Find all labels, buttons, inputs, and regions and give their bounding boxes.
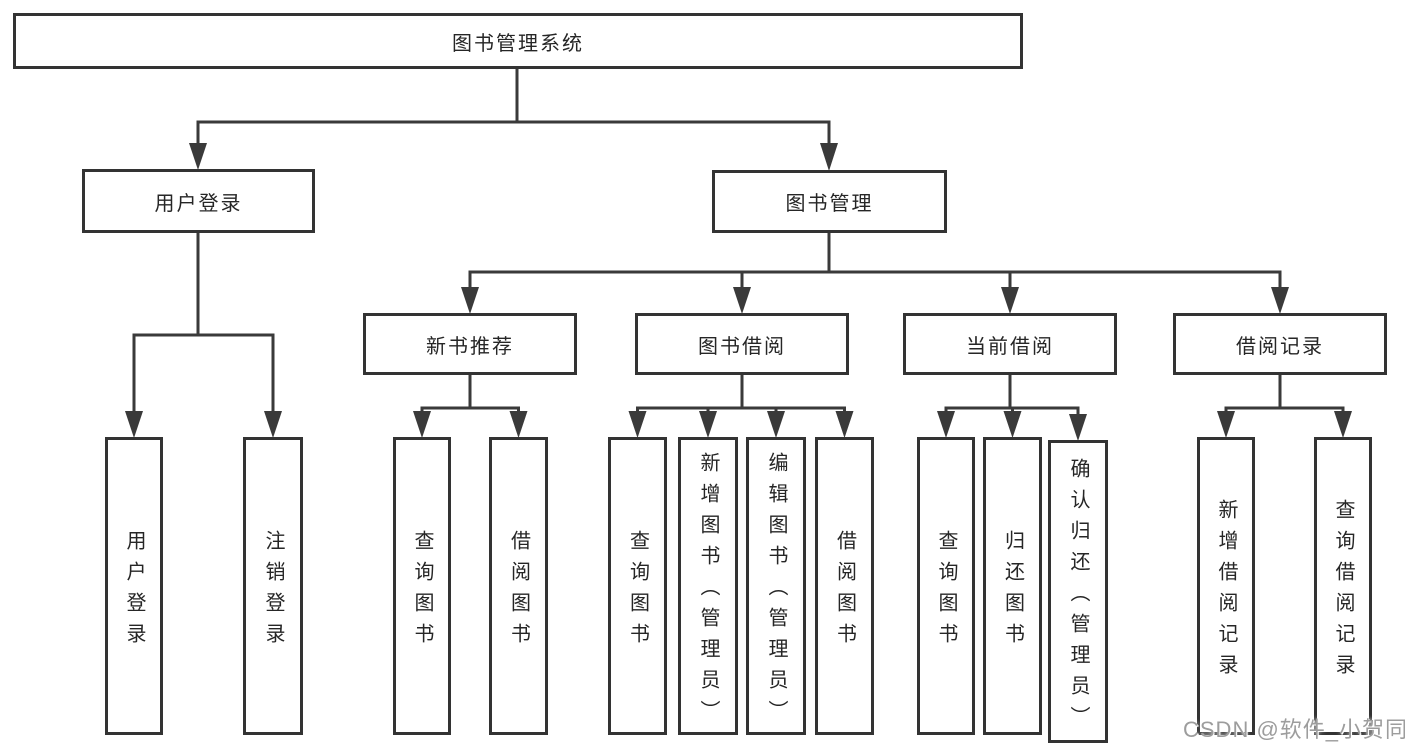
node-label: 新增借阅记录 <box>1215 498 1237 685</box>
node-label: 新书推荐 <box>426 335 514 358</box>
node-label: 当前借阅 <box>966 335 1054 358</box>
node-label: 借阅图书 <box>833 529 856 654</box>
node-leaf-confirm-return-admin: 确认归还（管理员） <box>1048 440 1108 743</box>
node-new-book-recommendation: 新书推荐 <box>363 313 577 375</box>
node-label: 借阅图书 <box>507 529 530 654</box>
node-leaf-return-books: 归还图书 <box>983 437 1042 735</box>
node-label: 用户登录 <box>154 192 243 215</box>
node-label: 确认归还（管理员） <box>1067 457 1089 737</box>
node-leaf-query-books-current: 查询图书 <box>917 437 975 735</box>
node-borrowing-records: 借阅记录 <box>1173 313 1387 375</box>
node-leaf-borrow-books-borrowing: 借阅图书 <box>815 437 874 735</box>
node-book-borrowing: 图书借阅 <box>635 313 849 375</box>
arrowhead-icons <box>125 143 1352 441</box>
node-label: 编辑图书（管理员） <box>765 452 787 731</box>
node-label: 图书管理系统 <box>452 32 584 55</box>
node-label: 查询图书 <box>411 529 433 654</box>
node-label: 查询借阅记录 <box>1332 498 1354 685</box>
node-leaf-borrow-books-recommend: 借阅图书 <box>489 437 548 735</box>
node-label: 用户登录 <box>123 529 145 654</box>
node-book-management-system: 图书管理系统 <box>13 13 1023 69</box>
node-label: 图书借阅 <box>698 335 786 358</box>
node-label: 注销登录 <box>262 529 284 654</box>
node-leaf-edit-books-admin: 编辑图书（管理员） <box>746 437 806 735</box>
node-book-management: 图书管理 <box>712 170 947 233</box>
node-user-login: 用户登录 <box>82 169 315 233</box>
node-current-borrowing: 当前借阅 <box>903 313 1117 375</box>
node-leaf-logout: 注销登录 <box>243 437 303 735</box>
node-label: 图书管理 <box>785 193 874 215</box>
node-leaf-query-borrow-record: 查询借阅记录 <box>1314 437 1372 735</box>
node-leaf-query-books-recommend: 查询图书 <box>393 437 451 735</box>
node-label: 借阅记录 <box>1236 335 1324 358</box>
node-leaf-user-login: 用户登录 <box>105 437 163 735</box>
node-label: 查询图书 <box>935 529 957 654</box>
csdn-watermark: CSDN @软件_小贺同学 <box>1183 717 1405 742</box>
node-label: 查询图书 <box>626 529 649 654</box>
node-leaf-add-books-admin: 新增图书（管理员） <box>678 437 738 735</box>
node-leaf-query-books-borrowing: 查询图书 <box>608 437 667 735</box>
node-label: 新增图书（管理员） <box>697 452 719 731</box>
node-label: 归还图书 <box>1001 529 1024 654</box>
node-leaf-add-borrow-record: 新增借阅记录 <box>1197 437 1255 735</box>
